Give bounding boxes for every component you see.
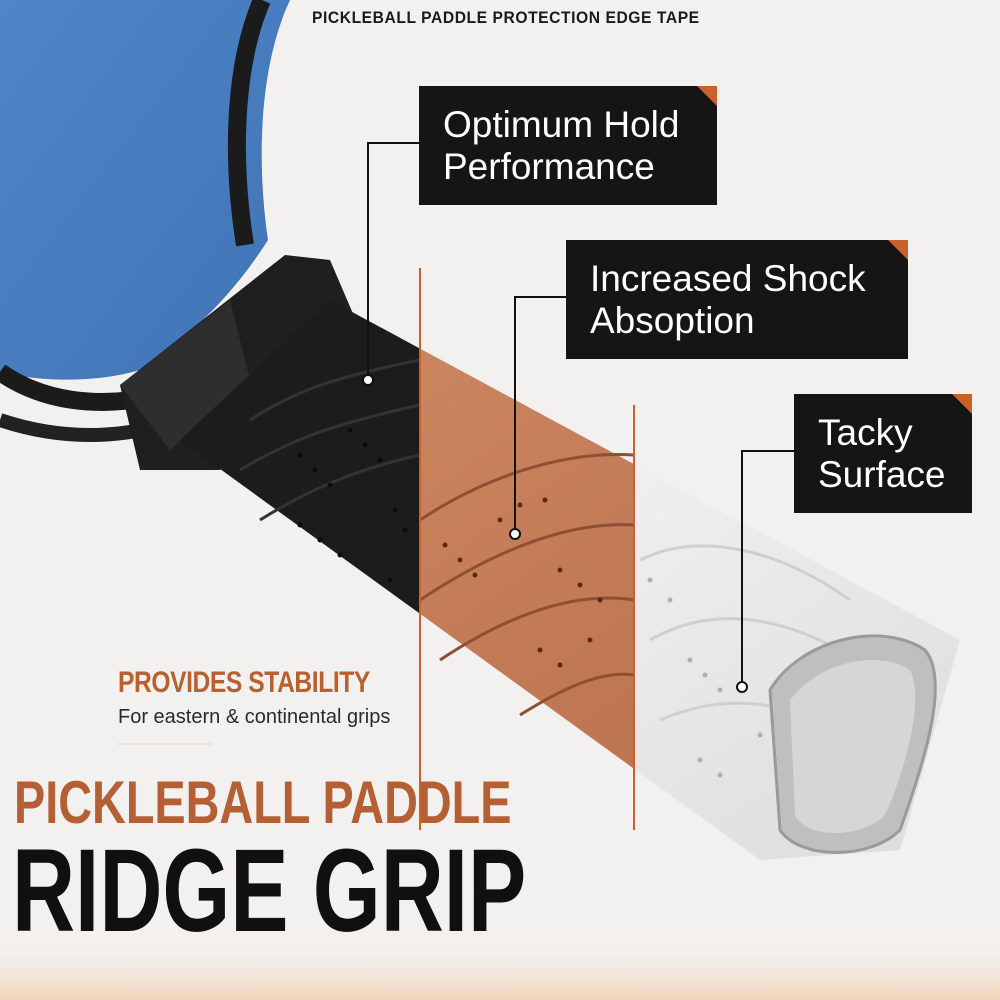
callout-shock-absorption: Increased Shock Absoption	[566, 240, 908, 359]
callout-line-1: Increased Shock	[590, 258, 866, 299]
callout-corner-accent	[888, 240, 908, 260]
callout-line-1: Optimum Hold	[443, 104, 680, 145]
product-title-line-2: RIDGE GRIP	[12, 825, 527, 957]
callout-tacky-surface: Tacky Surface	[794, 394, 972, 513]
callout-line-1: Tacky	[818, 412, 913, 453]
callout-line-2: Performance	[443, 146, 655, 187]
product-title-line-1: PICKLEBALL PADDLE	[14, 769, 512, 836]
bottom-band	[0, 930, 1000, 1000]
leader-dot-2	[509, 528, 521, 540]
stability-subtitle: For eastern & continental grips	[118, 706, 391, 728]
leader-line-1	[367, 142, 419, 378]
callout-line-2: Surface	[818, 454, 946, 495]
paddle-edge-guard	[227, 0, 271, 247]
callout-line-2: Absoption	[590, 300, 755, 341]
callout-optimum-hold: Optimum Hold Performance	[419, 86, 717, 205]
paddle-face	[0, 0, 290, 380]
leader-dot-1	[362, 374, 374, 386]
leader-line-3	[741, 450, 794, 684]
leader-line-2	[514, 296, 566, 532]
stability-heading: PROVIDES STABILITY	[118, 666, 370, 699]
callout-corner-accent	[952, 394, 972, 414]
leader-dot-3	[736, 681, 748, 693]
header-title: PICKLEBALL PADDLE PROTECTION EDGE TAPE	[312, 8, 700, 27]
callout-corner-accent	[697, 86, 717, 106]
